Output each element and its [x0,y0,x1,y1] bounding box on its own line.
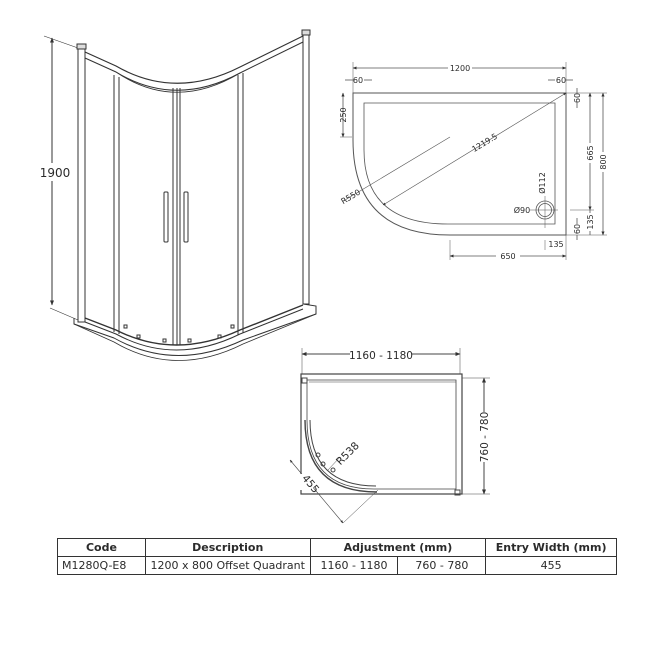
tray-diagonal-label: 1219.5 [470,132,499,154]
tray-left-margin-label: 60 [353,76,363,85]
header-entry-width: Entry Width (mm) [485,538,617,557]
cell-entry-width: 455 [485,556,617,575]
tray-front-straight-label: 650 [500,252,515,261]
right-wall-profile [302,31,310,305]
header-adjustment: Adjustment (mm) [309,538,487,557]
tray-radius-label: R550 [339,188,361,206]
left-door-handle [163,191,169,243]
waste-inner-label: Ø90 [514,205,530,215]
tray-depth-label: 800 [599,154,608,169]
enclosure-depth-label: 760 - 780 [479,412,491,463]
cell-adjust-depth: 760 - 780 [397,556,487,575]
enclosure-plan-view [289,348,490,524]
spec-table-header: Code Description Adjustment (mm) Entry W… [57,538,617,557]
height-label: 1900 [40,166,71,180]
tray-plan-labels: 1200 60 60 250 1219.5 R550 Ø112 Ø90 60 6… [339,62,608,261]
enclosure-outline [300,373,463,495]
header-description: Description [144,538,311,557]
spec-table: Code Description Adjustment (mm) Entry W… [57,538,617,575]
enclosure-width-label: 1160 - 1180 [349,350,413,362]
cell-description: 1200 x 800 Offset Quadrant [144,556,311,575]
header-code: Code [57,538,146,557]
cell-code: M1280Q-E8 [57,556,146,575]
enclosure-radius-label: R538 [334,440,362,468]
tray-left-straight-label: 250 [339,107,348,122]
tray-bottom-margin-label: 60 [573,224,582,234]
left-wall-profile [77,46,86,323]
tray-outline [352,92,567,236]
cell-adjust-width: 1160 - 1180 [309,556,399,575]
waste-offset-x-label: 135 [548,240,563,249]
tray-plan-view [340,62,607,260]
tray-right-margin-label: 60 [556,76,566,85]
waste-outer-label: Ø112 [537,172,547,194]
waste-bottom-gap-label: 135 [586,214,595,229]
right-door-handle [183,191,189,243]
tray-width-label: 1200 [450,64,470,73]
table-row: M1280Q-E8 1200 x 800 Offset Quadrant 116… [57,556,617,575]
waste-offset-y-label: 665 [586,145,595,160]
tray-top-margin-label: 60 [573,93,582,103]
elevation-view: 1900 [40,29,317,361]
